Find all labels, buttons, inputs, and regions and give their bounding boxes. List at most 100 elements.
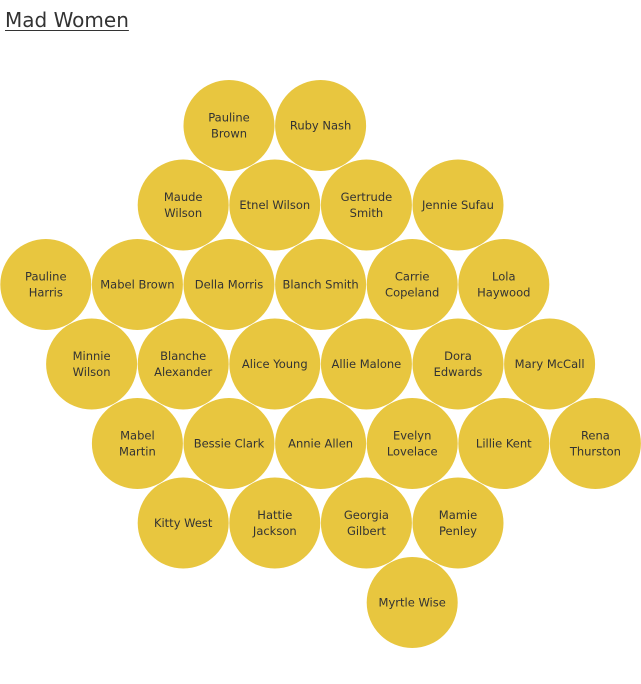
bubble-della-morris[interactable]: Della Morris bbox=[183, 239, 275, 330]
bubble-mark[interactable] bbox=[91, 239, 183, 330]
bubble-label-line: Pauline bbox=[208, 111, 250, 125]
bubble-label-line: Harris bbox=[29, 286, 63, 300]
bubble-annie-allen[interactable]: Annie Allen bbox=[275, 398, 367, 489]
bubble-label-line: Annie Allen bbox=[288, 437, 353, 451]
bubble-alice-young[interactable]: Alice Young bbox=[229, 318, 321, 410]
bubble-mark[interactable] bbox=[412, 477, 504, 569]
bubble-label-line: Alexander bbox=[154, 365, 212, 379]
bubble-mark[interactable] bbox=[412, 318, 504, 410]
page-title: Mad Women bbox=[5, 8, 129, 32]
bubble-mark[interactable] bbox=[504, 318, 596, 410]
bubble-mark[interactable] bbox=[229, 159, 321, 251]
bubble-myrtle-wise[interactable]: Myrtle Wise bbox=[366, 557, 458, 648]
bubble-label: Bessie Clark bbox=[194, 437, 265, 451]
bubble-mark[interactable] bbox=[137, 159, 229, 251]
bubble-mark[interactable] bbox=[137, 477, 229, 569]
bubble-mark[interactable] bbox=[229, 477, 321, 569]
bubble-mark[interactable] bbox=[320, 159, 412, 251]
bubble-mark[interactable] bbox=[275, 239, 367, 330]
bubble-lillie-kent[interactable]: Lillie Kent bbox=[458, 398, 550, 489]
bubble-label: Annie Allen bbox=[288, 437, 353, 451]
bubble-label-line: Georgia bbox=[344, 508, 389, 522]
bubble-mark[interactable] bbox=[183, 398, 275, 489]
bubble-label: Lillie Kent bbox=[476, 437, 532, 451]
bubble-label: Della Morris bbox=[195, 278, 263, 292]
bubble-mark[interactable] bbox=[275, 80, 367, 171]
bubble-mark[interactable] bbox=[412, 159, 504, 251]
bubble-mark[interactable] bbox=[183, 80, 275, 171]
bubble-label-line: Martin bbox=[119, 445, 156, 459]
bubble-mark[interactable] bbox=[320, 318, 412, 410]
bubble-label-line: Mary McCall bbox=[515, 357, 585, 371]
bubble-kitty-west[interactable]: Kitty West bbox=[137, 477, 229, 569]
bubble-label-line: Dora bbox=[444, 349, 472, 363]
bubble-mark[interactable] bbox=[458, 239, 550, 330]
bubble-etnel-wilson[interactable]: Etnel Wilson bbox=[229, 159, 321, 251]
bubble-label-line: Wilson bbox=[164, 206, 202, 220]
bubble-label-line: Jackson bbox=[252, 524, 297, 538]
bubble-label-line: Minnie bbox=[73, 349, 111, 363]
bubble-mark[interactable] bbox=[366, 239, 458, 330]
bubble-mark[interactable] bbox=[46, 318, 138, 410]
bubble-mark[interactable] bbox=[458, 398, 550, 489]
bubble-mark[interactable] bbox=[229, 318, 321, 410]
bubble-label-line: Mamie bbox=[439, 508, 477, 522]
bubble-label-line: Gertrude bbox=[341, 190, 393, 204]
bubble-label-line: Mabel Brown bbox=[100, 278, 174, 292]
bubble-mark[interactable] bbox=[91, 398, 183, 489]
bubble-mark[interactable] bbox=[320, 477, 412, 569]
bubble-mary-mccall[interactable]: Mary McCall bbox=[504, 318, 596, 410]
bubble-label-line: Ruby Nash bbox=[290, 119, 351, 133]
bubble-label-line: Lovelace bbox=[387, 445, 438, 459]
bubble-ruby-nash[interactable]: Ruby Nash bbox=[275, 80, 367, 171]
bubble-mark[interactable] bbox=[275, 398, 367, 489]
bubble-mark[interactable] bbox=[366, 398, 458, 489]
bubble-mabel-brown[interactable]: Mabel Brown bbox=[91, 239, 183, 330]
bubble-mark[interactable] bbox=[0, 239, 92, 330]
bubble-label-line: Lillie Kent bbox=[476, 437, 532, 451]
bubble-label-line: Haywood bbox=[477, 286, 530, 300]
bubble-mark[interactable] bbox=[183, 239, 275, 330]
bubble-label-line: Jennie Sufau bbox=[421, 198, 494, 212]
bubble-label-line: Pauline bbox=[25, 270, 67, 284]
bubble-jennie-sufau[interactable]: Jennie Sufau bbox=[412, 159, 504, 251]
bubble-label-line: Thurston bbox=[569, 445, 621, 459]
bubble-label: Kitty West bbox=[154, 516, 213, 530]
bubble-bessie-clark[interactable]: Bessie Clark bbox=[183, 398, 275, 489]
bubble-mark[interactable] bbox=[366, 557, 458, 648]
bubble-allie-malone[interactable]: Allie Malone bbox=[320, 318, 412, 410]
bubble-label: Ruby Nash bbox=[290, 119, 351, 133]
bubble-blanch-smith[interactable]: Blanch Smith bbox=[275, 239, 367, 330]
bubble-label-line: Kitty West bbox=[154, 516, 213, 530]
bubble-mark[interactable] bbox=[137, 318, 229, 410]
bubble-label: Myrtle Wise bbox=[379, 596, 446, 610]
bubble-label-line: Della Morris bbox=[195, 278, 263, 292]
bubble-label: Mary McCall bbox=[515, 357, 585, 371]
bubble-mark[interactable] bbox=[549, 398, 641, 489]
bubble-label-line: Penley bbox=[439, 524, 477, 538]
bubble-label-line: Mabel bbox=[120, 429, 155, 443]
